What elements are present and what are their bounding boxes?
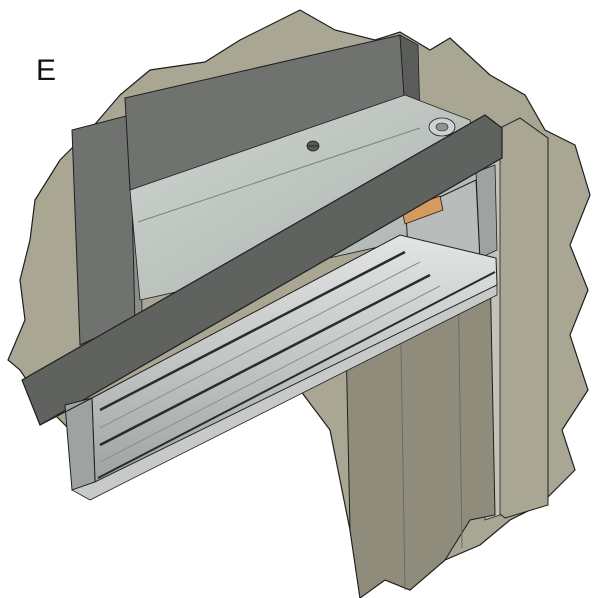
cavity-edge-line — [137, 127, 421, 223]
fascia-corner-edge — [39, 397, 93, 426]
track-bottom-lip — [71, 284, 498, 501]
front-fascia — [21, 114, 503, 426]
right-jamb — [494, 117, 549, 519]
track-groove — [99, 261, 421, 429]
track-end-cap — [64, 397, 96, 491]
track-groove — [99, 273, 431, 447]
track-groove — [99, 285, 441, 463]
track-groove — [97, 271, 496, 479]
door-leaf-edge-2 — [457, 271, 463, 549]
left-jamb — [71, 114, 136, 346]
view-label: E — [36, 54, 57, 87]
roller-bracket — [475, 164, 498, 259]
track-groove — [99, 250, 406, 412]
roller-icon — [428, 117, 456, 137]
screw-icon — [306, 140, 320, 152]
